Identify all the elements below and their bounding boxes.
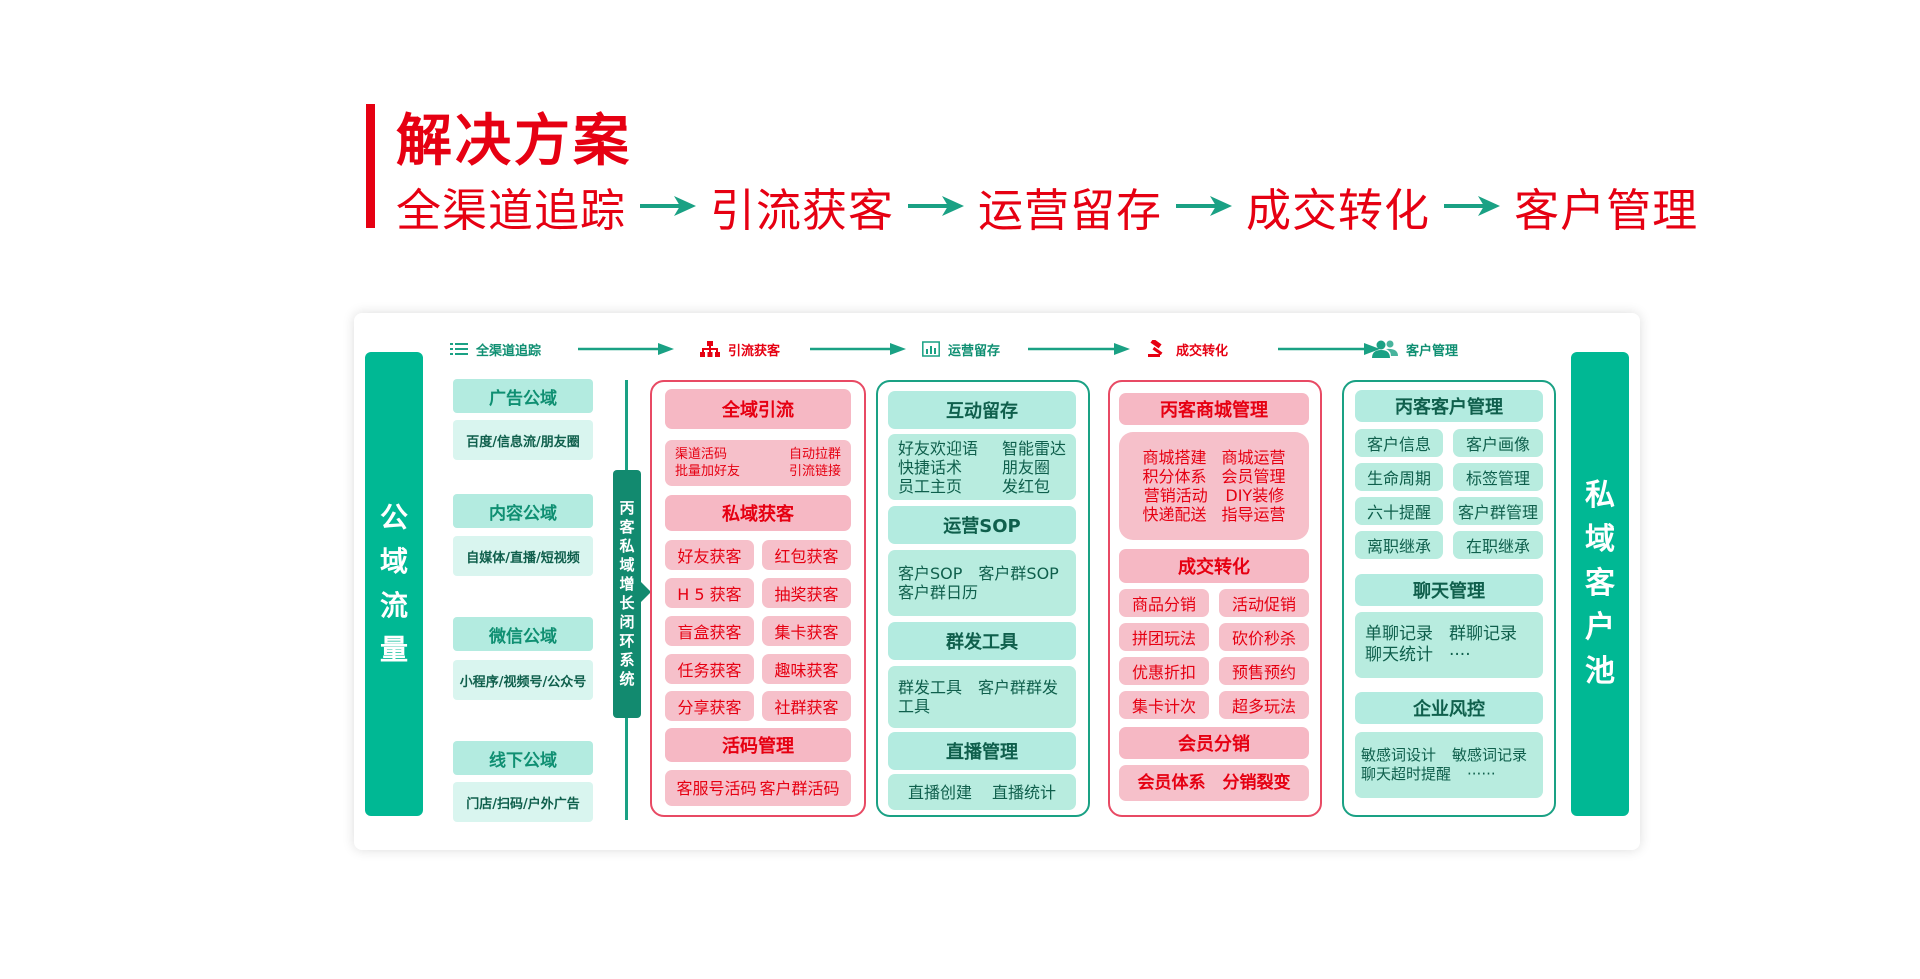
feature-cell: 砍价秒杀 [1219,623,1309,651]
stage-label: 全渠道追踪 [476,343,542,359]
feature-cell: 任务获客 [665,654,754,684]
feature-cell: 离职继承 [1355,531,1443,559]
feature-cell: H 5 获客 [665,578,754,608]
feature-cell: 抽奖获客 [762,578,851,608]
arrow-right-icon [908,196,965,216]
section-header: 群发工具 [888,622,1076,660]
system-label: 丙客私域增长闭环系统 [613,470,641,718]
mass-features: 群发工具客户群群发 工具 [888,666,1076,728]
arrow-right-icon [1028,343,1130,355]
feature-cell: 社群获客 [762,691,851,721]
section-header: 会员分销 [1119,727,1309,759]
member-features: 会员体系分销裂变 [1119,765,1309,801]
risk-features: 敏感词设计敏感词记录 聊天超时提醒······ [1355,732,1543,798]
list-icon [450,343,468,355]
feature-cell: 生命周期 [1355,463,1443,491]
section-header: 丙客商城管理 [1119,393,1309,425]
system-label-arrow [641,582,651,602]
feature-cell: 集卡计次 [1119,691,1209,719]
channel-title: 内容公域 [453,494,593,528]
section-header: 活码管理 [665,728,851,762]
bar-chart-icon [922,341,940,357]
section-header: 成交转化 [1119,549,1309,583]
stage-acquisition: 引流获客 [700,336,780,362]
feature-cell: 预售预约 [1219,657,1309,685]
flow-step-tracking: 全渠道追踪 [396,183,627,237]
feature-cell: 好友获客 [665,540,754,570]
stage-row: 全渠道追踪 引流获客 运营留存 成交转化 客户管理 [450,336,1530,362]
feature-cell: 红包获客 [762,540,851,570]
stage-label: 成交转化 [1176,343,1229,359]
retention-column [876,380,1090,817]
arrow-right-icon [578,343,674,355]
stage-conversion: 成交转化 [1146,336,1228,362]
section-header: 互动留存 [888,391,1076,429]
channel-title: 微信公域 [453,617,593,651]
section-header: 聊天管理 [1355,574,1543,606]
feature-cell: 商品分销 [1119,589,1209,617]
code-features: 客服号活码客户群活码 [665,770,851,806]
stage-customer: 客户管理 [1372,336,1458,362]
feature-cell: 在职继承 [1453,531,1543,559]
channel-sub: 门店/扫码/户外广告 [453,782,593,822]
arrow-right-icon [1278,343,1380,355]
conversion-column [1108,380,1322,817]
feature-cell: 优惠折扣 [1119,657,1209,685]
section-header: 丙客客户管理 [1355,390,1543,422]
feature-cell: 超多玩法 [1219,691,1309,719]
arrow-right-icon [1444,196,1501,216]
feature-cell: 客户群管理 [1453,497,1543,525]
arrow-right-icon [810,343,906,355]
gavel-icon [1148,340,1163,357]
public-traffic-pillar: 公域流量 [365,352,423,816]
stage-retention: 运营留存 [922,336,1000,362]
section-header: 私域获客 [665,495,851,531]
section-header: 全域引流 [665,389,851,429]
header-flow: 全渠道追踪 引流获客 运营留存 成交转化 客户管理 [396,178,1698,237]
customer-column [1342,380,1556,817]
feature-cell: 活动促销 [1219,589,1309,617]
arrow-right-icon [1176,196,1233,216]
hierarchy-icon [700,341,720,357]
feature-cell: 标签管理 [1453,463,1543,491]
channel-title: 广告公域 [453,379,593,413]
flow-step-customer: 客户管理 [1514,183,1699,237]
section-header: 直播管理 [888,732,1076,770]
private-pool-pillar: 私域客户池 [1571,352,1629,816]
section-header: 企业风控 [1355,692,1543,724]
title-accent-bar [366,104,375,228]
lead-features: 渠道活码自动拉群 批量加好友引流链接 [665,440,851,486]
page-title: 解决方案 [396,109,632,174]
feature-cell: 客户信息 [1355,429,1443,457]
channel-sub: 百度/信息流/朋友圈 [453,420,593,460]
feature-cell: 六十提醒 [1355,497,1443,525]
live-features: 直播创建直播统计 [888,774,1076,810]
channel-sub: 自媒体/直播/短视频 [453,536,593,576]
users-icon [1372,340,1398,358]
section-header: 运营SOP [888,506,1076,544]
feature-cell: 客户画像 [1453,429,1543,457]
stage-label: 引流获客 [728,343,781,359]
feature-cell: 趣味获客 [762,654,851,684]
channel-sub: 小程序/视频号/公众号 [453,660,593,700]
flow-step-acquisition: 引流获客 [710,183,895,237]
feature-cell: 集卡获客 [762,616,851,646]
stage-label: 客户管理 [1406,343,1459,359]
arrow-right-icon [640,196,697,216]
feature-cell: 盲盒获客 [665,616,754,646]
feature-cell: 拼团玩法 [1119,623,1209,651]
flow-step-retention: 运营留存 [978,183,1163,237]
channel-title: 线下公域 [453,741,593,775]
acquisition-column [650,380,866,817]
flow-step-conversion: 成交转化 [1246,183,1431,237]
feature-cell: 分享获客 [665,691,754,721]
stage-tracking: 全渠道追踪 [450,336,541,362]
interact-features: 好友欢迎语智能雷达 快捷话术朋友圈 员工主页发红包 [888,434,1076,500]
chat-features: 单聊记录群聊记录 聊天统计···· [1355,612,1543,678]
stage-label: 运营留存 [948,343,1001,359]
